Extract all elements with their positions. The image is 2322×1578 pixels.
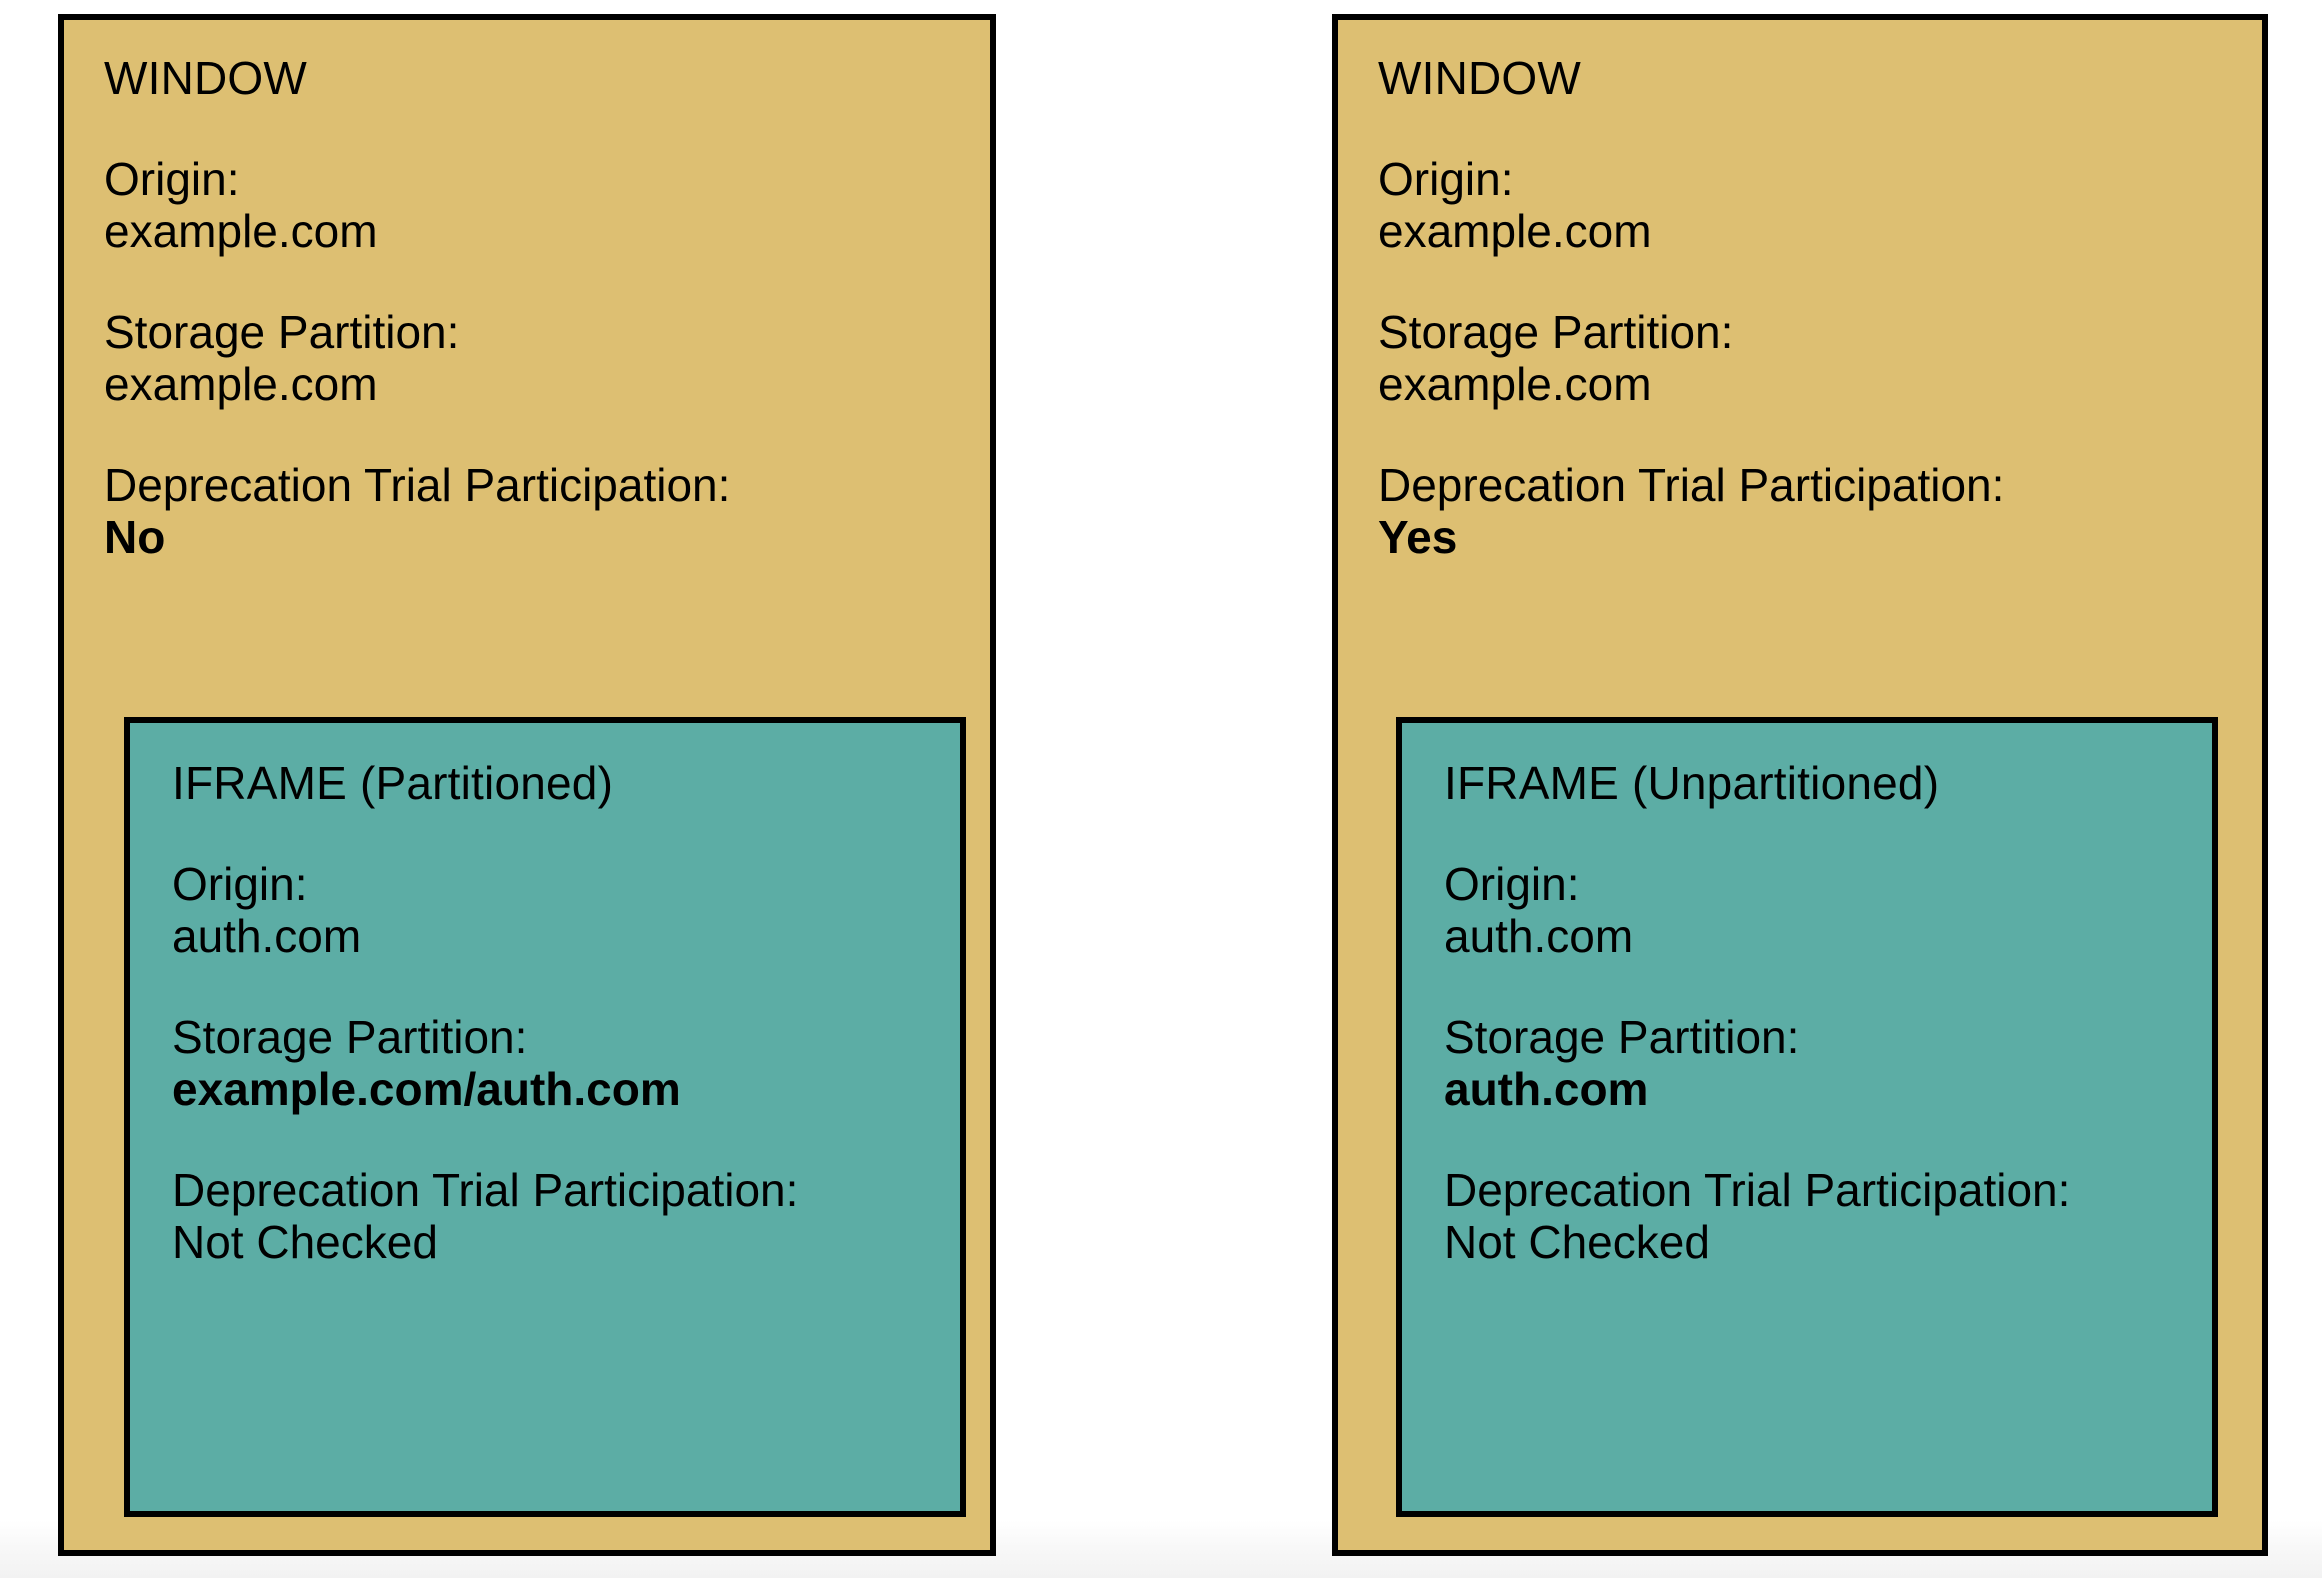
iframe-origin-label: Origin: <box>1444 858 1580 911</box>
window-deprecation-trial-label: Deprecation Trial Participation: <box>1378 459 2005 512</box>
iframe-storage-partition-label: Storage Partition: <box>172 1011 528 1064</box>
window-origin-value: example.com <box>1378 204 1652 257</box>
window-content-partitioned: WINDOW Origin: example.com Storage Parti… <box>104 54 970 563</box>
iframe-deprecation-trial-label: Deprecation Trial Participation: <box>172 1164 799 1217</box>
window-heading: WINDOW <box>104 52 308 104</box>
iframe-storage-partition-value: auth.com <box>1444 1062 1649 1115</box>
iframe-deprecation-trial-value: Not Checked <box>1444 1215 1710 1268</box>
iframe-box-unpartitioned: IFRAME (Unpartitioned) Origin: auth.com … <box>1396 717 2218 1517</box>
window-origin-label: Origin: <box>104 153 240 206</box>
iframe-deprecation-trial-label: Deprecation Trial Participation: <box>1444 1164 2071 1217</box>
iframe-content-partitioned: IFRAME (Partitioned) Origin: auth.com St… <box>172 759 944 1268</box>
iframe-box-partitioned: IFRAME (Partitioned) Origin: auth.com St… <box>124 717 966 1517</box>
iframe-deprecation-trial-field: Deprecation Trial Participation: Not Che… <box>172 1165 944 1268</box>
window-origin-field: Origin: example.com <box>104 154 970 257</box>
iframe-heading: IFRAME (Partitioned) <box>172 757 614 809</box>
iframe-storage-partition-value: example.com/auth.com <box>172 1062 681 1115</box>
window-deprecation-trial-field: Deprecation Trial Participation: Yes <box>1378 460 2242 563</box>
iframe-content-unpartitioned: IFRAME (Unpartitioned) Origin: auth.com … <box>1444 759 2196 1268</box>
iframe-origin-label: Origin: <box>172 858 308 911</box>
iframe-storage-partition-label: Storage Partition: <box>1444 1011 1800 1064</box>
window-deprecation-trial-label: Deprecation Trial Participation: <box>104 459 731 512</box>
window-storage-partition-field: Storage Partition: example.com <box>104 307 970 410</box>
window-storage-partition-label: Storage Partition: <box>1378 306 1734 359</box>
window-origin-field: Origin: example.com <box>1378 154 2242 257</box>
iframe-origin-value: auth.com <box>172 909 362 962</box>
window-storage-partition-field: Storage Partition: example.com <box>1378 307 2242 410</box>
iframe-deprecation-trial-value: Not Checked <box>172 1215 438 1268</box>
window-box-partitioned: WINDOW Origin: example.com Storage Parti… <box>58 14 996 1556</box>
window-deprecation-trial-value: Yes <box>1378 510 1458 563</box>
iframe-origin-field: Origin: auth.com <box>172 859 944 962</box>
window-origin-label: Origin: <box>1378 153 1514 206</box>
iframe-deprecation-trial-field: Deprecation Trial Participation: Not Che… <box>1444 1165 2196 1268</box>
window-storage-partition-label: Storage Partition: <box>104 306 460 359</box>
window-box-unpartitioned: WINDOW Origin: example.com Storage Parti… <box>1332 14 2268 1556</box>
window-deprecation-trial-value: No <box>104 510 166 563</box>
window-content-unpartitioned: WINDOW Origin: example.com Storage Parti… <box>1378 54 2242 563</box>
iframe-storage-partition-field: Storage Partition: auth.com <box>1444 1012 2196 1115</box>
iframe-storage-partition-field: Storage Partition: example.com/auth.com <box>172 1012 944 1115</box>
window-storage-partition-value: example.com <box>104 357 378 410</box>
iframe-origin-value: auth.com <box>1444 909 1634 962</box>
iframe-origin-field: Origin: auth.com <box>1444 859 2196 962</box>
window-deprecation-trial-field: Deprecation Trial Participation: No <box>104 460 970 563</box>
window-origin-value: example.com <box>104 204 378 257</box>
window-heading: WINDOW <box>1378 52 1582 104</box>
iframe-heading: IFRAME (Unpartitioned) <box>1444 757 1940 809</box>
window-storage-partition-value: example.com <box>1378 357 1652 410</box>
